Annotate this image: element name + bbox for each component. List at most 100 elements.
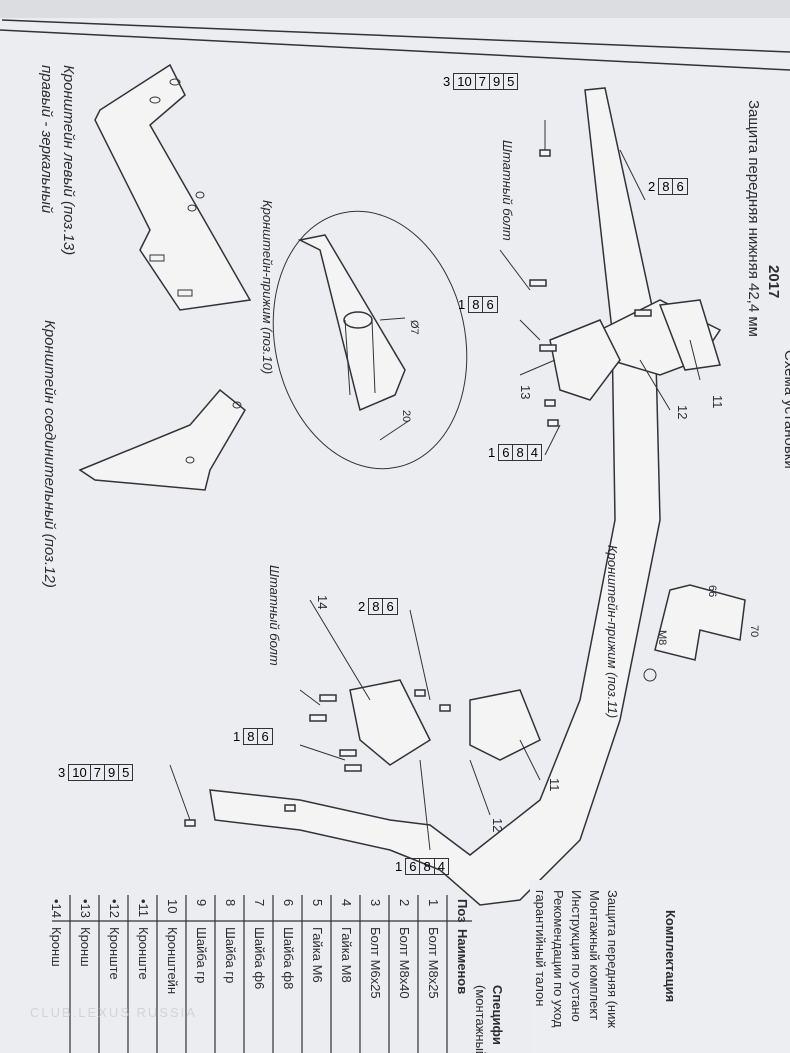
callout-stack-1-8-6-upper: 1 8 6 (455, 296, 498, 313)
callout-num: 3 (443, 74, 451, 89)
bracket-connecting-part (78, 388, 246, 491)
spec-row-name: Болт М6х25 (368, 927, 383, 999)
callout-num: 9 (488, 73, 505, 90)
spec-row-name: Кронште (136, 927, 151, 980)
spec-row-name: Гайка М8 (339, 927, 354, 983)
callout-stack-1-8-6-lower: 1 8 6 (230, 728, 273, 745)
clamp-10-stud (343, 311, 373, 329)
callout-num: 1 (233, 729, 241, 744)
bolt (414, 689, 426, 697)
bracket-hole (149, 96, 161, 104)
kit-item: Защита передняя (ниж (605, 890, 620, 1029)
bracket-14-lower (349, 679, 431, 766)
label-bracket-left: Кронштейн левый (поз.13) (60, 65, 77, 256)
callout-stack-2-8-6-lower: 2 8 6 (355, 598, 398, 615)
kit-item: Монтажный комплект (587, 890, 602, 1021)
watermark: CLUB.LEXUS RUSSIA (30, 1005, 197, 1020)
bolt (634, 309, 652, 317)
callout-num: 9 (103, 764, 120, 781)
spec-row-name: Болт М8х40 (397, 927, 412, 999)
dimension-lines (379, 317, 411, 441)
bracket-11-lower (469, 689, 541, 761)
callout-num: 6 (482, 296, 498, 313)
callout-num: 7 (474, 73, 490, 90)
bracket-11-upper-plate (658, 299, 721, 371)
label-bracket-connecting: Кронштейн соединительный (поз.12) (41, 320, 58, 588)
header-year: 2017 (765, 265, 782, 299)
callout-stack-2-8-6-upper: 2 8 6 (645, 178, 688, 195)
callout-num: 6 (257, 728, 273, 745)
spec-row-pos: •13 (78, 899, 93, 919)
callout-num: 2 (648, 179, 656, 194)
kit-item: Инструкция по устано (569, 890, 584, 1022)
bolt (309, 714, 327, 722)
spec-row-name: Кронште (107, 927, 122, 980)
callout-stack-3-10-7-9-5: 3 10 7 9 5 (440, 73, 519, 90)
spec-row-name: Кронш (49, 927, 64, 967)
bolt (284, 804, 296, 812)
callout-num: 10 (453, 73, 476, 90)
spec-row-name: Шайба ф8 (281, 927, 296, 990)
bumper-tube (209, 87, 661, 906)
callout-part-13: 13 (518, 385, 533, 400)
callout-num: 6 (672, 178, 688, 195)
callout-num: 2 (358, 599, 366, 614)
label-standard-bolt-1: Штатный болт (500, 140, 515, 241)
spec-row-pos: 9 (194, 899, 209, 907)
bolt (547, 419, 559, 427)
callout-stack-3-10-7-9-5-lower: 3 10 7 9 5 (55, 764, 134, 781)
dim-d7: Ø7 (408, 320, 420, 335)
label-standard-bolt-2: Штатный болт (267, 565, 282, 666)
bolt (344, 764, 362, 772)
spec-row-pos: 4 (339, 899, 354, 907)
leader-lines (169, 120, 701, 851)
spec-row-name: Гайка М6 (310, 927, 325, 983)
spec-row-pos: 2 (397, 899, 412, 907)
dim-d70: 70 (748, 625, 760, 638)
label-bracket-clamp-10: Кронштейн-прижим (поз.10) (260, 200, 275, 375)
callout-stack-1-6-8-4-lower: 1 6 8 4 (392, 858, 449, 875)
kit-item: гарантийный талон (533, 890, 548, 1007)
spec-row-pos: 10 (165, 899, 180, 914)
spec-row-pos: 5 (310, 899, 325, 907)
callout-num: 3 (58, 765, 66, 780)
spec-row-name: Шайба ф6 (252, 927, 267, 990)
dim-d66: 66 (706, 585, 718, 598)
callout-num: 8 (243, 728, 259, 745)
callout-part-12-lower: 12 (490, 818, 505, 833)
callout-num: 1 (395, 859, 403, 874)
spec-subheading: (монтажный (473, 985, 488, 1053)
bracket-hole (185, 456, 195, 464)
bracket-slot (149, 254, 165, 262)
spec-row-pos: •14 (49, 899, 64, 919)
bolt (544, 399, 556, 407)
spec-row-name: Кронштейн (165, 927, 180, 995)
callout-part-14: 14 (315, 595, 330, 610)
spec-row-name: Шайба гр (194, 927, 209, 984)
callout-num: 10 (68, 764, 91, 781)
callout-part-11-upper: 11 (710, 395, 725, 409)
clamp-11-part (654, 584, 746, 661)
callout-part-11-lower: 11 (547, 778, 562, 792)
spec-row-pos: 8 (223, 899, 238, 907)
clamp-detail-oval (272, 210, 468, 470)
callout-num: 8 (419, 858, 435, 875)
callout-num: 8 (512, 444, 528, 461)
callout-num: 8 (658, 178, 674, 195)
kit-panel: Комплектация Защита передняя (ниж Монтаж… (530, 880, 790, 1053)
label-bracket-clamp-11: Кронштейн-прижим (поз.11) (605, 545, 620, 719)
bolt (319, 694, 337, 702)
bolt-group-upper (529, 149, 652, 427)
callout-num: 6 (382, 598, 398, 615)
bolt (529, 279, 547, 287)
callout-num: 4 (433, 858, 449, 875)
callout-num: 1 (458, 297, 466, 312)
callout-part-12-upper: 12 (675, 405, 690, 420)
spec-row-name: Кронш (78, 927, 93, 967)
sheet-border-top (0, 29, 790, 71)
bracket-hole (232, 401, 242, 409)
bolt (539, 344, 557, 352)
bracket-hole (195, 191, 205, 199)
